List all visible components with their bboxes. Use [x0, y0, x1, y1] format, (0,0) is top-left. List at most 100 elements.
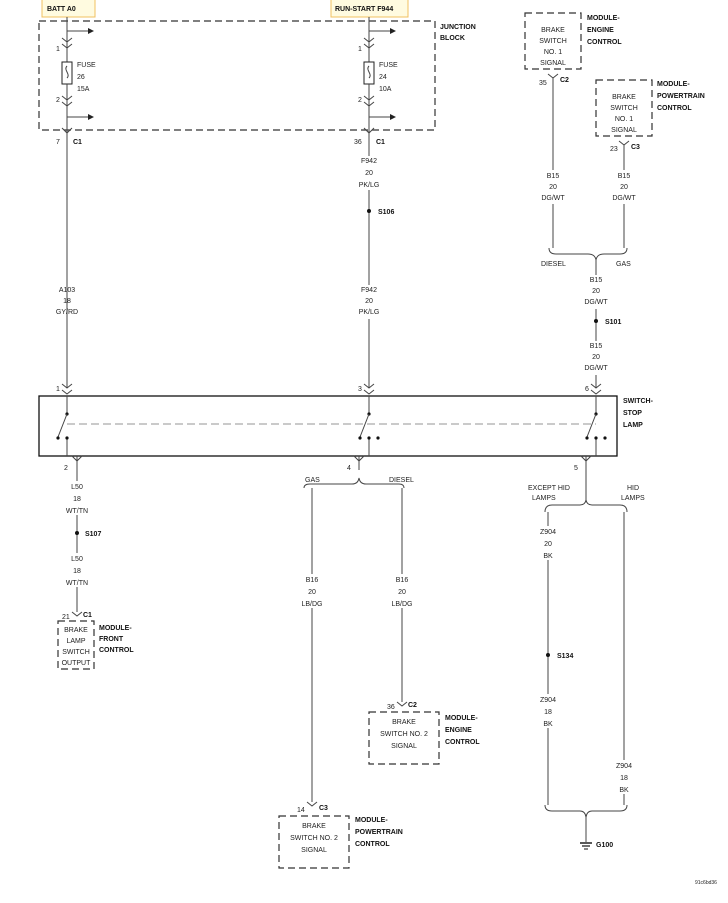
wire-z904-mid-color: BK	[543, 721, 553, 728]
pcm-top-title-3: CONTROL	[657, 105, 692, 112]
option-gas-top: GAS	[616, 261, 631, 268]
module-pcm-bottom: BRAKE SWITCH NO. 2 SIGNAL MODULE- POWERT…	[278, 815, 403, 869]
wire-z904-top-color: BK	[543, 553, 553, 560]
wire-b15-low-gauge: 20	[592, 354, 600, 361]
ecm-top-line-3: NO. 1	[544, 49, 562, 56]
fuse24-name: FUSE	[379, 62, 398, 69]
splice-s106-label: S106	[378, 209, 394, 216]
splice-s107-dot	[75, 531, 79, 535]
ecm-top-pin-35: 35	[539, 80, 547, 87]
switch-label-3: LAMP	[623, 422, 643, 429]
pcm-bottom-title-1: MODULE-	[355, 817, 388, 824]
wire-z904-top-circuit: Z904	[540, 529, 556, 536]
splice-s134-label: S134	[557, 653, 573, 660]
switch-pin-1: 1	[56, 386, 60, 393]
fuse24-pin-top: 1	[358, 46, 362, 53]
switch-stop-lamp: 1 3 6 SWITCH- STOP LAMP 2	[38, 383, 654, 472]
wire-z904-mid-circuit: Z904	[540, 697, 556, 704]
switch-pin-5: 5	[574, 465, 578, 472]
pcm-bottom-title-3: CONTROL	[355, 841, 390, 848]
ground-symbol-icon	[580, 842, 592, 850]
wire-z904-hid-circuit: Z904	[616, 763, 632, 770]
wire-b16-diesel-color: LB/DG	[391, 601, 412, 608]
ecm-bottom-c2: C2	[408, 702, 417, 709]
switch-label-2: STOP	[623, 410, 642, 417]
fuse26-pin-bottom: 2	[56, 97, 60, 104]
wire-l50-top-circuit: L50	[71, 484, 83, 491]
wire-b16-diesel-circuit: B16	[396, 577, 409, 584]
junction-block-label-2: BLOCK	[440, 35, 465, 42]
wire-b16-gas-circuit: B16	[306, 577, 319, 584]
fcm-pin-21: 21	[62, 614, 70, 621]
fuse24-number: 24	[379, 74, 387, 81]
ecm-top-c2: C2	[560, 77, 569, 84]
module-pcm-top: BRAKE SWITCH NO. 1 SIGNAL MODULE- POWERT…	[595, 79, 705, 137]
switch-pin-4: 4	[347, 465, 351, 472]
b16-split-brace	[303, 477, 405, 489]
wire-b16-diesel-gauge: 20	[398, 589, 406, 596]
splice-s107-label: S107	[85, 531, 101, 538]
wire-b15-ecm-color: DG/WT	[541, 195, 565, 202]
fcm-title-1: MODULE-	[99, 625, 132, 632]
option-gas-b16: GAS	[305, 477, 320, 484]
wire-b15-ecm-circuit: B15	[547, 173, 560, 180]
ecm-bottom-line-1: BRAKE	[392, 719, 416, 726]
switch-pin-3: 3	[358, 386, 362, 393]
wire-f942-low-color: PK/LG	[359, 309, 380, 316]
wire-l50-low-color: WT/TN	[66, 580, 88, 587]
fcm-line-1: BRAKE	[64, 627, 88, 634]
wire-f942-top-gauge: 20	[365, 170, 373, 177]
pcm-top-title-1: MODULE-	[657, 81, 690, 88]
wire-f942-top-color: PK/LG	[359, 182, 380, 189]
wire-f942-low-gauge: 20	[365, 298, 373, 305]
wire-a103-gauge: 18	[63, 298, 71, 305]
jb-c1-right: C1	[376, 139, 385, 146]
fcm-title-3: CONTROL	[99, 647, 134, 654]
fuse26-name: FUSE	[77, 62, 96, 69]
ecm-bottom-line-2: SWITCH NO. 2	[380, 731, 428, 738]
wire-z904-hid-gauge: 18	[620, 775, 628, 782]
fuse26-rating: 15A	[77, 86, 90, 93]
figure-id: 91c6bd36	[695, 880, 717, 886]
ecm-top-line-4: SIGNAL	[540, 60, 566, 67]
fuse24-rating: 10A	[379, 86, 392, 93]
option-except-hid-1: EXCEPT HID	[528, 485, 570, 492]
fuse26-pin-top: 1	[56, 46, 60, 53]
wire-b15-low-circuit: B15	[590, 343, 603, 350]
wire-b15-pcm-color: DG/WT	[612, 195, 636, 202]
hid-split-brace	[544, 499, 628, 513]
splice-s134-dot	[546, 653, 550, 657]
ecm-top-line-1: BRAKE	[541, 27, 565, 34]
pcm-top-pin-23: 23	[610, 146, 618, 153]
wire-b16-gas-color: LB/DG	[301, 601, 322, 608]
source-batt-label: BATT A0	[47, 6, 76, 13]
source-run-start-label: RUN-START F944	[335, 6, 393, 13]
wire-l50-top-gauge: 18	[73, 496, 81, 503]
pcm-top-title-2: POWERTRAIN	[657, 93, 705, 100]
ecm-bottom-line-3: SIGNAL	[391, 743, 417, 750]
fcm-title-2: FRONT	[99, 636, 124, 643]
ecm-bottom-pin-36: 36	[387, 704, 395, 711]
pcm-bottom-pin-14: 14	[297, 807, 305, 814]
ecm-top-title-3: CONTROL	[587, 39, 622, 46]
fuse24-pin-bottom: 2	[358, 97, 362, 104]
fcm-line-2: LAMP	[66, 638, 85, 645]
wire-b16-gas-gauge: 20	[308, 589, 316, 596]
wire-z904-mid-gauge: 18	[544, 709, 552, 716]
pcm-top-line-1: BRAKE	[612, 94, 636, 101]
wire-l50-low-gauge: 18	[73, 568, 81, 575]
pcm-bottom-title-2: POWERTRAIN	[355, 829, 403, 836]
jb-c1-left: C1	[73, 139, 82, 146]
pcm-top-line-4: SIGNAL	[611, 127, 637, 134]
ecm-top-line-2: SWITCH	[539, 38, 567, 45]
pcm-top-c3: C3	[631, 144, 640, 151]
ecm-bottom-title-2: ENGINE	[445, 727, 472, 734]
junction-block-label-1: JUNCTION	[440, 24, 476, 31]
ecm-top-title-2: ENGINE	[587, 27, 614, 34]
ecm-top-title-1: MODULE-	[587, 15, 620, 22]
pcm-top-line-2: SWITCH	[610, 105, 638, 112]
junction-block-outline	[38, 20, 436, 131]
module-ecm-bottom: BRAKE SWITCH NO. 2 SIGNAL MODULE- ENGINE…	[368, 711, 480, 765]
wire-a103-circuit: A103	[59, 287, 75, 294]
option-diesel-top: DIESEL	[541, 261, 566, 268]
